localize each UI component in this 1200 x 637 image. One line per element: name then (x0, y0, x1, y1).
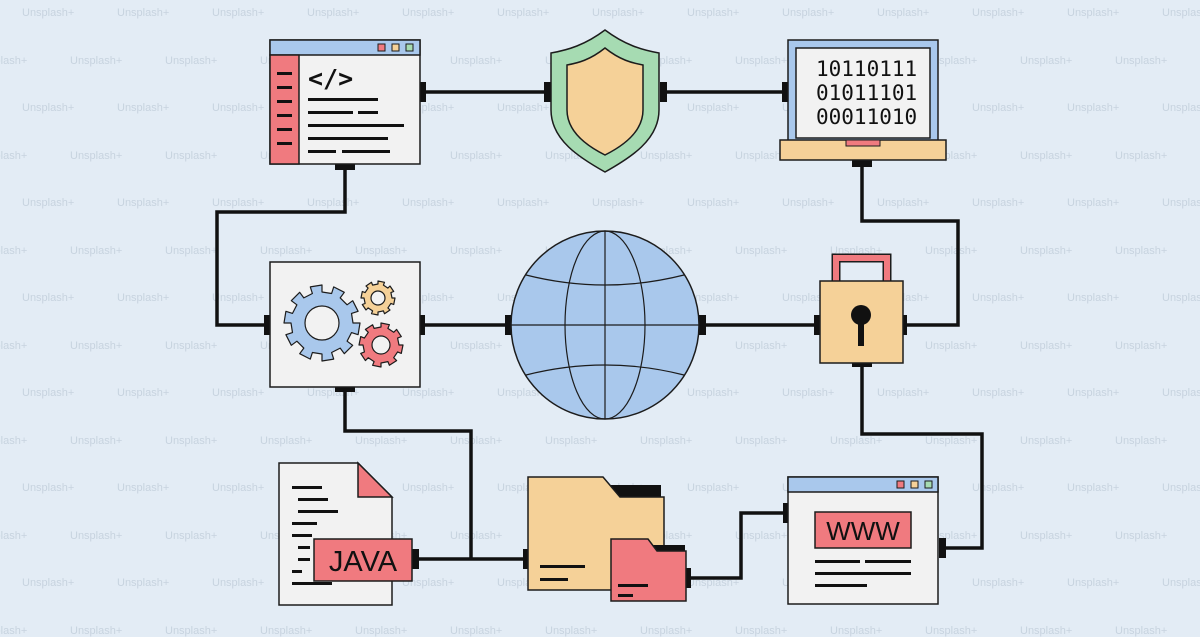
plug (418, 315, 425, 335)
lock-icon (819, 253, 904, 364)
window-dot-red (377, 43, 386, 52)
laptop-screen (795, 47, 931, 139)
binary-line-2: 01011101 (816, 81, 917, 105)
plug (814, 315, 821, 335)
laptop-trackpad (845, 139, 881, 147)
window-dot-green (405, 43, 414, 52)
plug (699, 315, 706, 335)
plug (783, 503, 790, 523)
connector-code-to-gears (215, 167, 347, 327)
gear-hole (371, 335, 391, 355)
java-label-box (313, 538, 413, 582)
connector-folder-to-web (687, 511, 786, 580)
shield-icon (550, 29, 660, 173)
code-symbol: </> (308, 64, 353, 93)
gutter-marks (277, 72, 292, 145)
gear-hole (370, 290, 386, 306)
file-lines (292, 486, 338, 585)
plug (412, 549, 419, 569)
plug (544, 82, 551, 102)
web-text-lines (815, 560, 911, 587)
www-label: WWW (826, 516, 900, 546)
gear-icon (358, 322, 404, 368)
binary-line-1: 10110111 (816, 57, 917, 81)
binary-line-3: 00011010 (816, 105, 917, 129)
gear-hole (304, 305, 340, 341)
plug (335, 163, 355, 170)
plug (505, 315, 512, 335)
code-gutter (269, 54, 300, 165)
web-window: WWW (787, 476, 939, 605)
gear-icon (360, 280, 396, 316)
laptop-icon: 10110111 01011101 00011010 (779, 39, 947, 161)
www-box (814, 511, 912, 549)
code-lines (308, 98, 404, 153)
connector-laptop-to-lock (860, 162, 960, 327)
gear-icon (283, 284, 361, 362)
plug (939, 538, 946, 558)
plug (852, 160, 872, 167)
globe-icon (510, 230, 700, 420)
window-dot-yellow (391, 43, 400, 52)
plug (264, 315, 271, 335)
plug (660, 82, 667, 102)
plug (419, 82, 426, 102)
folder-icon (527, 476, 687, 602)
java-label: JAVA (329, 546, 398, 578)
window-dot-green (924, 480, 933, 489)
settings-window (269, 261, 421, 388)
window-dot-red (896, 480, 905, 489)
plug (335, 385, 355, 392)
window-dot-yellow (910, 480, 919, 489)
keyhole (851, 305, 871, 325)
code-window: </> (269, 39, 421, 165)
java-file-icon: JAVA (278, 461, 413, 606)
plug (523, 549, 530, 569)
plug (684, 568, 691, 588)
plug (782, 82, 789, 102)
connectors (215, 90, 984, 580)
connector-gears-to-java (343, 389, 473, 559)
connector-lock-to-web (860, 362, 984, 550)
